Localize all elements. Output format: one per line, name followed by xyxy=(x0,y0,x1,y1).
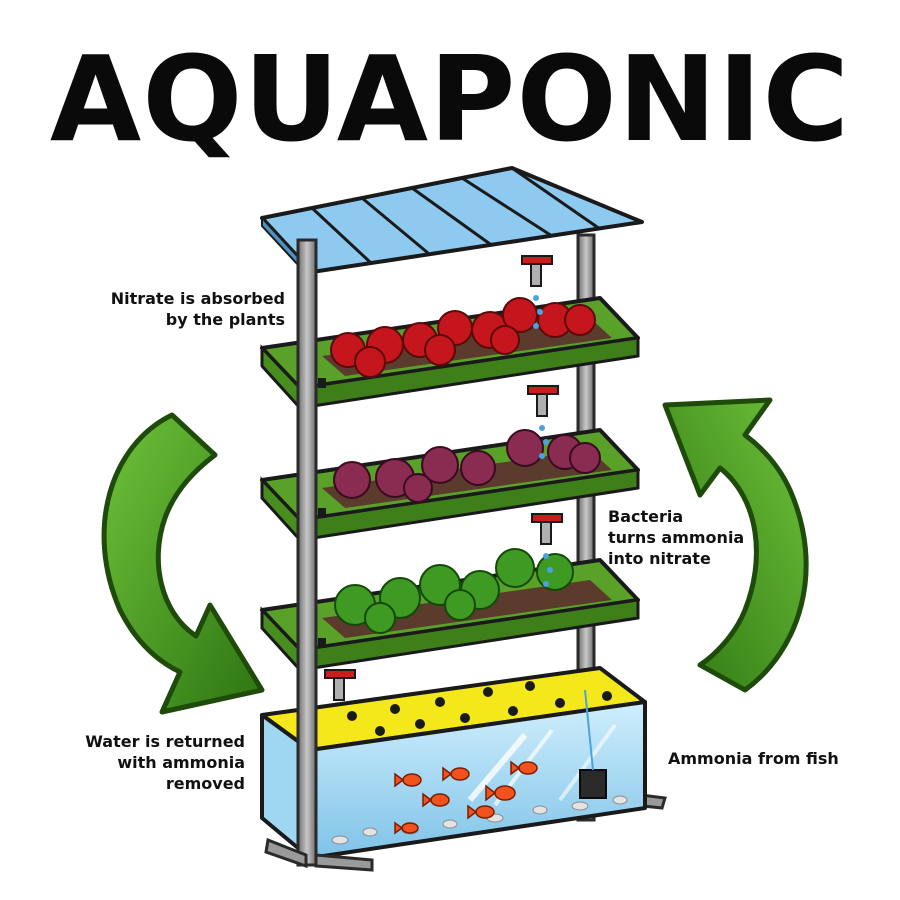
plant-purple-row xyxy=(333,429,601,503)
faucet-icon xyxy=(521,255,553,329)
label-line: by the plants xyxy=(165,310,285,329)
label-line: into nitrate xyxy=(608,549,711,568)
roof-panel xyxy=(260,166,644,283)
grow-tray-middle xyxy=(260,428,640,544)
label-nitrate-absorbed: Nitrate is absorbed by the plants xyxy=(95,288,285,330)
grow-tray-top xyxy=(260,296,640,412)
label-line: Bacteria xyxy=(608,507,684,526)
label-bacteria: Bacteria turns ammonia into nitrate xyxy=(608,506,778,569)
pump-icon xyxy=(579,689,607,799)
label-line: Ammonia from fish xyxy=(668,749,839,768)
label-line: turns ammonia xyxy=(608,528,745,547)
diagram-title: AQUAPONIC xyxy=(49,30,851,168)
label-ammonia-from-fish: Ammonia from fish xyxy=(668,748,868,769)
label-line: Nitrate is absorbed xyxy=(110,289,285,308)
fish-tank xyxy=(260,666,647,860)
circular-arrow-left-icon xyxy=(101,412,265,715)
fish-icon xyxy=(394,760,538,835)
plant-red-row xyxy=(330,297,596,378)
faucet-icon xyxy=(527,385,559,459)
rack-pole-front xyxy=(264,238,374,872)
circular-arrow-right-icon xyxy=(662,397,809,693)
label-line: Water is returned xyxy=(85,732,245,751)
label-line: removed xyxy=(165,774,245,793)
label-line: with ammonia xyxy=(117,753,245,772)
faucet-icon xyxy=(531,513,563,587)
label-water-returned: Water is returned with ammonia removed xyxy=(70,731,245,794)
plant-green-row xyxy=(334,548,574,634)
